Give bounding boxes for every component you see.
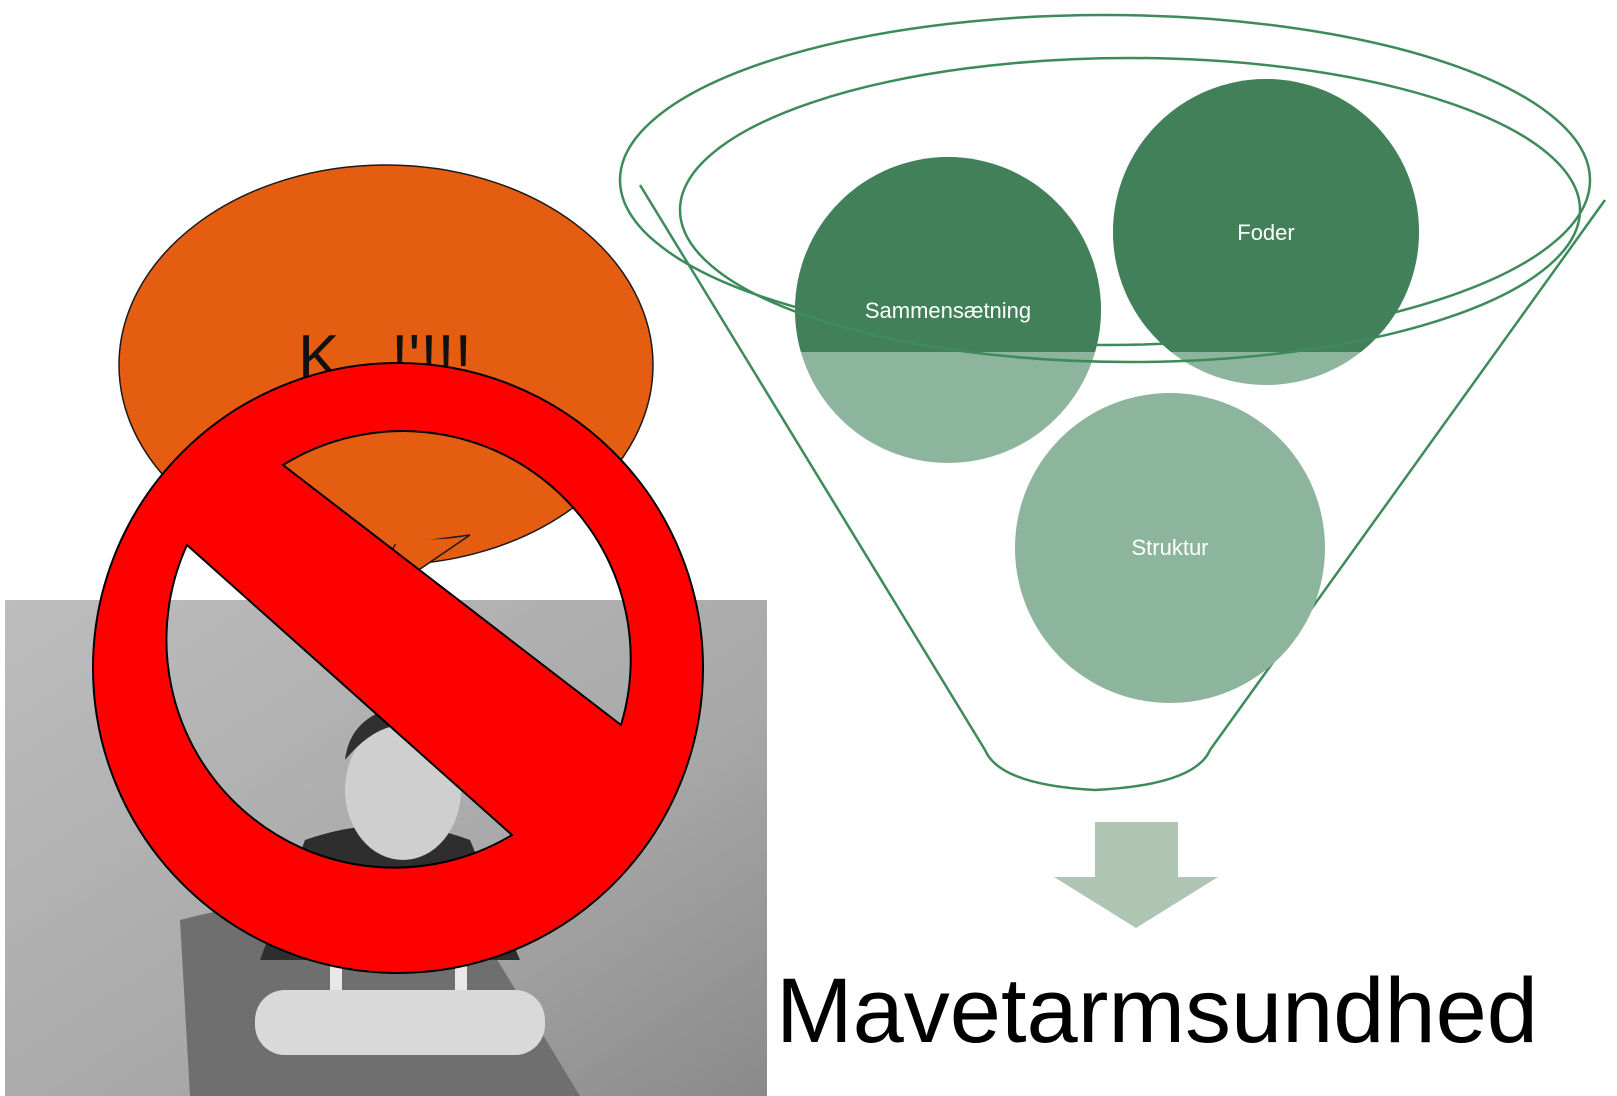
circle-sammensaetning-upper	[795, 157, 1101, 352]
circle-struktur	[1015, 393, 1325, 703]
prohibition-opening-left-outline	[165, 543, 514, 869]
funnel-rim-inner	[678, 56, 1582, 364]
prohibition-opening-right-outline	[281, 430, 632, 727]
funnel-rim-outer	[618, 13, 1592, 347]
down-arrow	[1054, 822, 1218, 928]
label-foder: Foder	[1237, 220, 1294, 245]
label-sammensaetning: Sammensætning	[865, 298, 1031, 323]
funnel-diagram: Foder Sammensætning Struktur	[618, 13, 1607, 928]
funnel-outline	[638, 184, 1607, 792]
result-label: Mavetarmsundhed	[776, 960, 1538, 1062]
label-struktur: Struktur	[1131, 535, 1208, 560]
circle-foder-upper	[1113, 79, 1419, 352]
